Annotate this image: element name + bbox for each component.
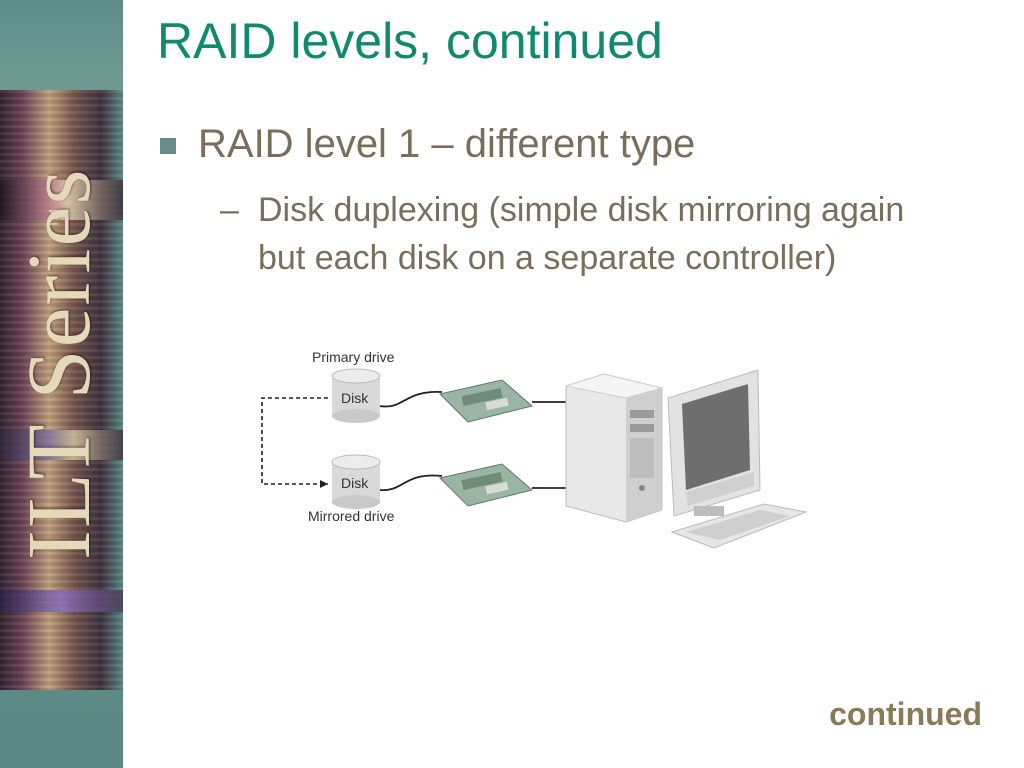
mirrored-drive-label: Mirrored drive bbox=[308, 508, 395, 524]
mirror-dashed-connector bbox=[261, 397, 328, 488]
sidebar-streak bbox=[0, 180, 123, 220]
keyboard-icon bbox=[670, 503, 808, 549]
sidebar-streak bbox=[0, 430, 123, 460]
sub-bullet-item: – Disk duplexing (simple disk mirroring … bbox=[220, 186, 940, 282]
disk-duplexing-diagram: Primary drive Mirrored drive Disk Disk bbox=[261, 349, 808, 549]
bullet-text: RAID level 1 – different type bbox=[198, 122, 696, 166]
mirrored-controller-card-icon bbox=[439, 463, 534, 507]
primary-drive-label: Primary drive bbox=[312, 349, 395, 365]
tower-pc-icon bbox=[565, 373, 664, 523]
primary-disk-label: Disk bbox=[341, 390, 369, 406]
sidebar-streak bbox=[0, 590, 123, 612]
primary-disk-icon: Disk bbox=[331, 368, 381, 423]
mirrored-cable bbox=[379, 474, 443, 491]
dash-marker: – bbox=[220, 191, 239, 229]
decorative-sidebar: ILT Series TM bbox=[0, 0, 123, 768]
mirrored-disk-icon: Disk bbox=[331, 454, 381, 509]
trademark-mark: TM bbox=[46, 209, 61, 228]
monitor-icon bbox=[667, 369, 761, 517]
slide-title: RAID levels, continued bbox=[157, 13, 663, 69]
mirrored-disk-label: Disk bbox=[341, 475, 369, 491]
sub-bullet-text: Disk duplexing (simple disk mirroring ag… bbox=[258, 191, 905, 277]
primary-cable bbox=[379, 391, 443, 408]
continued-footer: continued bbox=[829, 696, 982, 732]
square-bullet-icon bbox=[160, 137, 176, 154]
bullet-item: RAID level 1 – different type bbox=[160, 122, 695, 167]
primary-controller-card-icon bbox=[439, 379, 534, 423]
